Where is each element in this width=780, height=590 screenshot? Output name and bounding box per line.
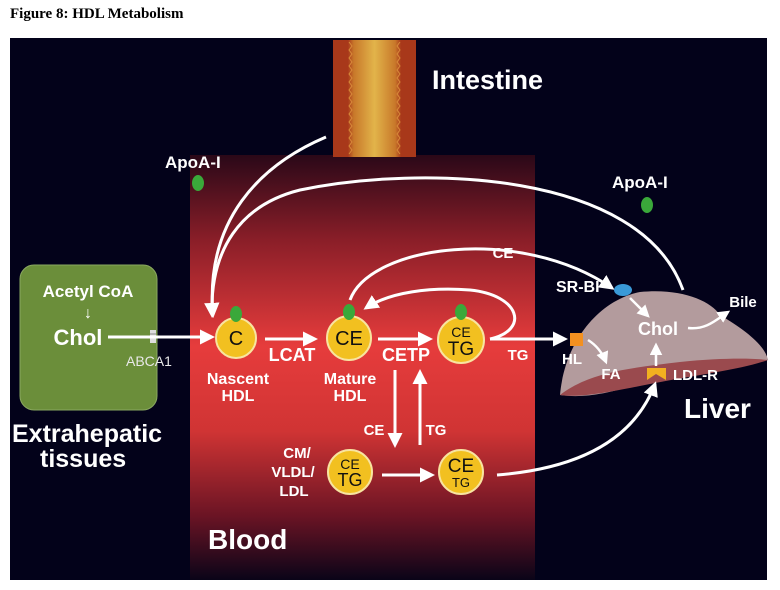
cetp-label: CETP xyxy=(382,345,430,365)
hl-enzyme-icon xyxy=(570,333,583,346)
arrow-apoa1-to-nascent xyxy=(204,176,685,318)
liver-chol-label: Chol xyxy=(638,319,678,339)
large-core-label-1: CE xyxy=(451,324,470,340)
pathway-arrows xyxy=(108,135,731,483)
vldl-label-3: LDL xyxy=(279,483,308,500)
apoa1-left-label: ApoA-I xyxy=(165,153,221,172)
mature-label-1: Mature xyxy=(324,371,377,388)
vldl-label-1: CM/ xyxy=(283,445,311,462)
mature-hdl-particle: CE xyxy=(326,304,372,361)
vldl-particle-2: CE TG xyxy=(438,449,484,495)
blood-label: Blood xyxy=(208,524,287,555)
fa-label: FA xyxy=(601,366,620,383)
mature-core-label: CE xyxy=(335,328,363,350)
abca1-label: ABCA1 xyxy=(126,353,172,369)
intestine-label: Intestine xyxy=(432,65,543,95)
lcat-label: LCAT xyxy=(269,345,316,365)
srbi-label: SR-BI xyxy=(556,279,600,296)
nascent-hdl-particle: C xyxy=(215,306,257,359)
vldl-core-label-1: CE xyxy=(340,456,359,472)
ldlr-receptor-icon xyxy=(647,368,666,380)
arrow-to-ldlr xyxy=(496,381,658,477)
vldl-label-2: VLDL/ xyxy=(271,464,315,481)
arrow-tg-loop xyxy=(363,287,517,341)
extrahepatic-label-2: tissues xyxy=(40,445,126,473)
extrahepatic-label-1: Extrahepatic xyxy=(12,420,162,448)
nascent-label-2: HDL xyxy=(222,388,255,405)
mature-label-2: HDL xyxy=(334,388,367,405)
chol-tissue-label: Chol xyxy=(54,325,103,350)
acetyl-coa-label: Acetyl CoA xyxy=(43,282,134,301)
blood-region xyxy=(190,155,535,580)
vldl-core-label-2: TG xyxy=(338,470,363,490)
vldl2-core-label-2: TG xyxy=(452,475,470,490)
large-core-label-2: TG xyxy=(448,339,474,360)
nascent-label-1: Nascent xyxy=(207,371,270,388)
hl-label: HL xyxy=(562,351,582,368)
arrow-ce-to-srbi xyxy=(348,247,615,301)
bile-label: Bile xyxy=(729,294,757,311)
down-arrow-icon: ↓ xyxy=(84,305,92,322)
figure-caption: Figure 8: HDL Metabolism xyxy=(10,6,184,22)
arrow-hl-to-fa xyxy=(587,338,609,365)
tg-out-label: TG xyxy=(508,347,529,364)
large-hdl-particle: CE TG xyxy=(437,304,485,364)
arrow-srbi-to-chol xyxy=(629,297,650,318)
apoa1-icon xyxy=(230,306,242,322)
tg-up-label: TG xyxy=(426,422,447,439)
ldlr-label: LDL-R xyxy=(673,367,718,384)
apoa1-right-icon xyxy=(641,197,653,213)
arrow-chol-to-bile xyxy=(687,310,731,330)
ce-down-label: CE xyxy=(364,422,385,439)
vldl2-core-label-1: CE xyxy=(448,456,474,477)
apoa1-right-label: ApoA-I xyxy=(612,173,668,192)
vldl-particle: CE TG xyxy=(327,449,373,495)
apoa1-icon xyxy=(455,304,467,320)
apoa1-left-icon xyxy=(192,175,204,191)
ce-top-label: CE xyxy=(493,245,514,262)
liver-label: Liver xyxy=(684,393,751,424)
srbi-receptor-icon xyxy=(614,284,632,296)
nascent-core-label: C xyxy=(229,328,243,350)
intestine-icon xyxy=(333,40,416,157)
apoa1-icon xyxy=(343,304,355,320)
